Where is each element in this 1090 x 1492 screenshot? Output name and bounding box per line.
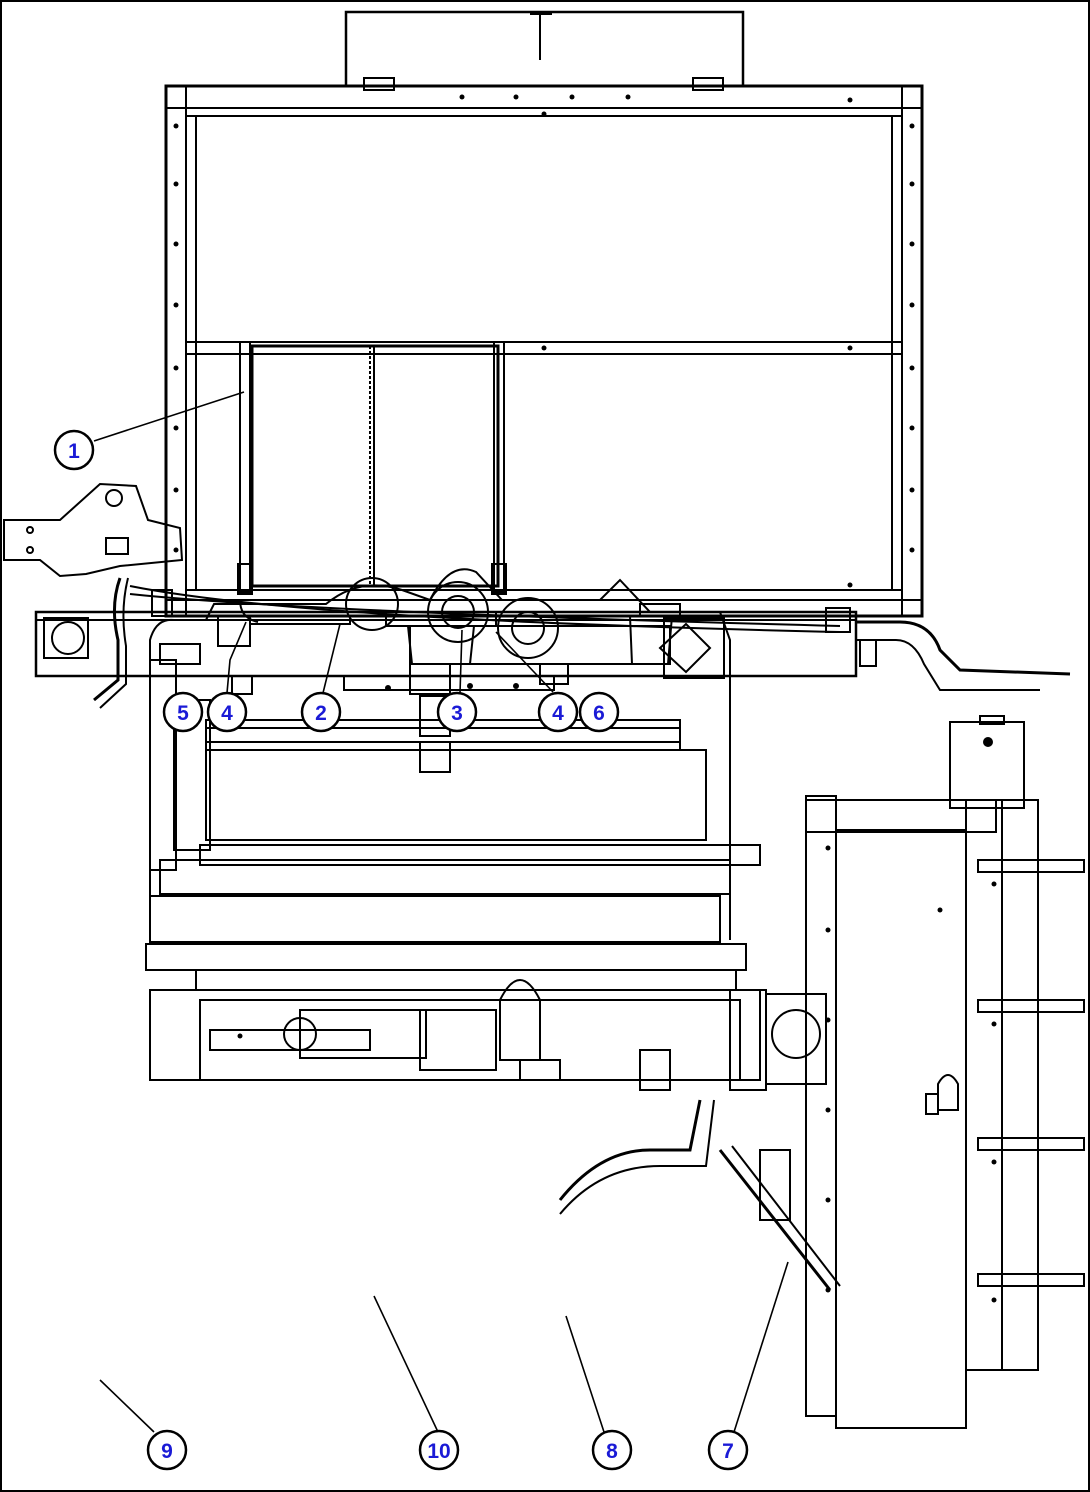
callout-label-2: 2 bbox=[315, 702, 327, 725]
callout-label-4a: 4 bbox=[221, 702, 233, 725]
callout-label-1: 1 bbox=[68, 440, 80, 463]
callout-2 bbox=[300, 691, 342, 733]
callout-label-4b: 4 bbox=[552, 702, 564, 725]
callouts bbox=[53, 429, 749, 1471]
callout-10 bbox=[418, 1429, 460, 1471]
callout-label-8: 8 bbox=[606, 1440, 618, 1463]
callout-1 bbox=[53, 429, 95, 471]
top-view-radiator bbox=[164, 10, 924, 665]
callout-4b bbox=[537, 691, 579, 733]
callout-label-6: 6 bbox=[593, 702, 605, 725]
bottom-leaders bbox=[99, 1261, 789, 1433]
callout-5 bbox=[162, 691, 204, 733]
callout-label-9: 9 bbox=[161, 1440, 173, 1463]
callout-3 bbox=[436, 691, 478, 733]
callout-9 bbox=[146, 1429, 188, 1471]
callout-labels: 1 5 4 2 3 4 6 9 10 8 7 bbox=[68, 440, 734, 1463]
side-view-engine bbox=[3, 482, 1085, 1429]
callout-label-5: 5 bbox=[177, 702, 189, 725]
callout-label-7: 7 bbox=[722, 1440, 734, 1463]
callout-label-10: 10 bbox=[427, 1440, 450, 1463]
callout-7 bbox=[707, 1429, 749, 1471]
callout-8 bbox=[591, 1429, 633, 1471]
top-leaders bbox=[93, 391, 554, 694]
callout-6 bbox=[578, 691, 620, 733]
callout-label-3: 3 bbox=[451, 702, 463, 725]
callout-4a bbox=[206, 691, 248, 733]
